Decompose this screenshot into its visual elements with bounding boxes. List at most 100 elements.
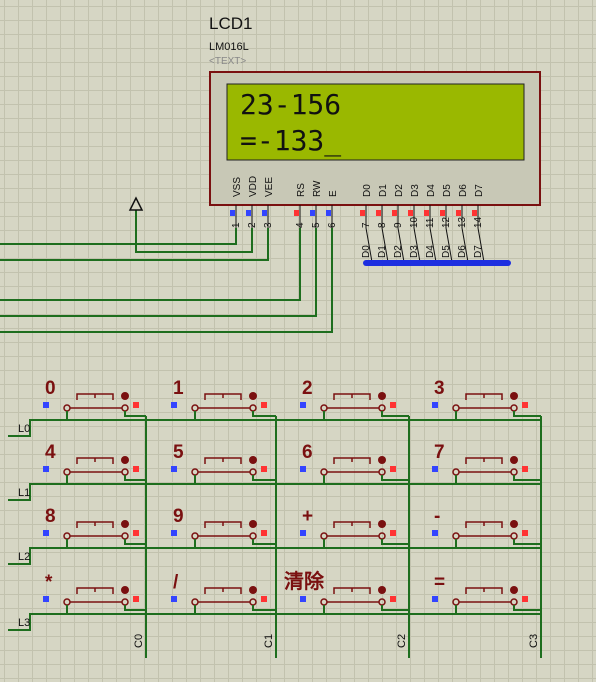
pin-marker [300,596,306,602]
switch-contact [320,532,328,540]
switch-leg [252,605,276,611]
key-label-clear: 清除 [284,569,325,593]
switch-actuator-icon[interactable] [249,456,257,464]
pin-marker [472,210,477,216]
switch-actuator-icon[interactable] [249,520,257,528]
key-label-char: 8 [45,506,56,527]
keypad-col-label: C1 [263,634,275,648]
bus-entry [413,227,421,263]
switch-contact [191,532,199,540]
switch-actuator-icon[interactable] [510,392,518,400]
key-label-char: * [45,572,53,593]
lcd-pin-label-d3: D3 [410,184,421,197]
lcd-pin-label-rs: RS [296,183,307,197]
pin-marker [310,210,315,216]
lcd-display-line-2: =-133_ [240,124,342,157]
bus-label-d4: D4 [425,245,436,258]
pin-marker [376,210,381,216]
pin-marker [522,466,528,472]
pin-marker [294,210,299,216]
pin-marker [522,402,528,408]
pin-marker [262,210,267,216]
switch-contact [63,532,71,540]
keypad-row-wire-l2 [8,547,540,565]
keypad-row-wire-l0 [8,419,540,437]
keypad-col-label: C3 [528,634,540,648]
switch-actuator-icon[interactable] [510,520,518,528]
lcd-pin-number: 7 [361,222,372,228]
pin-marker [360,210,365,216]
lcd-pin-number: 12 [441,216,452,228]
lcd-pin-label-d6: D6 [458,184,469,197]
switch-actuator-icon[interactable] [378,456,386,464]
keypad-row-label: L3 [18,617,30,629]
switch-actuator-icon[interactable] [121,456,129,464]
switch-contact [510,532,518,540]
switch-actuator-icon[interactable] [121,586,129,594]
switch-leg [513,475,541,481]
pin-marker [171,530,177,536]
switch-contact [452,598,460,606]
pin-marker [392,210,397,216]
switch-actuator-icon[interactable] [121,392,129,400]
switch-contact [191,468,199,476]
switch-leg [252,475,276,481]
switch-actuator-icon[interactable] [378,586,386,594]
lcd-pin-number: 5 [311,222,322,228]
switch-contact [378,468,386,476]
lcd-pin-label-rw: RW [312,180,323,197]
switch-actuator-icon[interactable] [378,520,386,528]
bus-entry [477,227,485,263]
switch-actuator-icon[interactable] [510,456,518,464]
bus-entry [397,227,405,263]
pin-marker [432,466,438,472]
pin-marker [300,466,306,472]
bus-label-d6: D6 [457,245,468,258]
lcd-pin-label-d1: D1 [378,184,389,197]
bus-entry [445,227,453,263]
switch-contact [510,404,518,412]
key-label-char: 1 [173,378,184,399]
pin-marker [133,466,139,472]
lcd-pin-number: 14 [473,216,484,228]
lcd-pin-label-e: E [328,190,339,197]
switch-leg [381,475,409,481]
pin-marker [133,596,139,602]
pin-marker [133,530,139,536]
pin-marker [300,530,306,536]
switch-actuator-icon[interactable] [249,586,257,594]
switch-leg [381,605,409,611]
switch-contact [121,532,129,540]
switch-actuator-icon[interactable] [378,392,386,400]
lcd-title: LCD1 [209,14,253,33]
keypad-row-wire-l1 [8,483,540,501]
pin-marker [390,402,396,408]
switch-leg [252,411,276,417]
switch-contact [249,598,257,606]
key-label-char: 0 [45,378,56,399]
lcd-model: LM016L [209,41,249,53]
keypad-col-label: C2 [396,634,408,648]
switch-contact [510,598,518,606]
switch-contact [378,598,386,606]
keypad-row-label: L0 [18,423,30,435]
pin-marker [133,402,139,408]
switch-contact [378,532,386,540]
key-label-char: - [434,506,440,527]
switch-actuator-icon[interactable] [510,586,518,594]
bus-label-d1: D1 [377,245,388,258]
switch-contact [249,404,257,412]
switch-actuator-icon[interactable] [121,520,129,528]
lcd-pin-number: 13 [457,216,468,228]
wire-rw [0,228,317,317]
switch-contact [320,404,328,412]
lcd-display-line-1: 23-156 [240,88,342,121]
pin-marker [261,402,267,408]
pin-marker [43,596,49,602]
bus-label-d7: D7 [473,245,484,258]
lcd-pin-label-vdd: VDD [248,176,259,197]
pin-marker [43,530,49,536]
switch-actuator-icon[interactable] [249,392,257,400]
key-label-char: = [434,572,445,593]
